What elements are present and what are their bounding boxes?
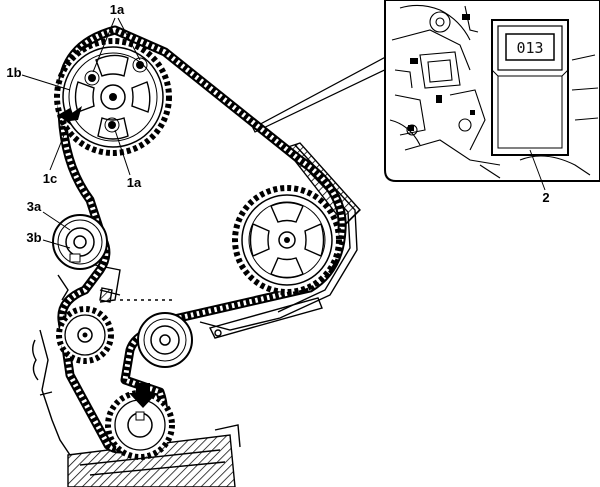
injection-pump-sprocket — [232, 185, 342, 295]
meter-display-readout: 013 — [516, 39, 543, 57]
camshaft-sprocket — [54, 38, 172, 156]
callout-1a-top: 1a — [110, 2, 125, 17]
crankshaft-sprocket — [105, 390, 175, 460]
callout-3a: 3a — [27, 199, 42, 214]
oil-pump-sprocket — [56, 306, 114, 364]
multimeter: 013 — [491, 19, 569, 156]
inset-panel: 013 — [252, 0, 600, 191]
callout-1b: 1b — [6, 65, 21, 80]
callout-2: 2 — [542, 190, 549, 205]
alignment-arrow-crank — [129, 383, 157, 408]
alignment-arrow-cam — [58, 106, 82, 126]
tensioner-roller — [52, 214, 108, 270]
leader-lines — [21, 17, 141, 249]
callout-1c: 1c — [43, 171, 57, 186]
idler-pulley — [137, 312, 193, 368]
callout-1a-bottom: 1a — [127, 175, 142, 190]
callout-3b: 3b — [26, 230, 41, 245]
